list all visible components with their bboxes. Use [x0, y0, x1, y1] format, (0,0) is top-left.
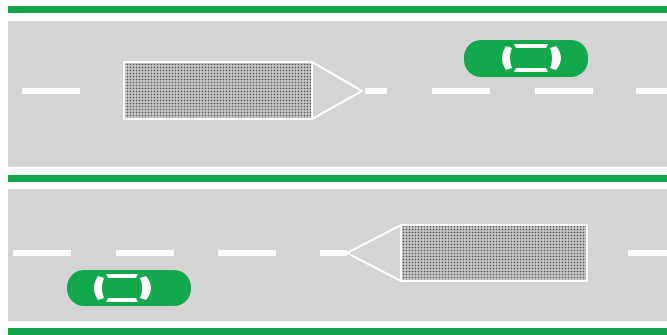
bottom-border-line [8, 328, 667, 335]
car-side-window-top [106, 274, 138, 278]
car-side-window-bottom [106, 298, 138, 302]
car-side-window-bottom [514, 68, 548, 72]
trailer-body [124, 62, 312, 119]
car-roof [512, 48, 550, 68]
trailer-body [401, 225, 587, 281]
car-lower-right [67, 270, 191, 306]
car-upper-right [464, 40, 588, 77]
middle-border-line [8, 175, 667, 182]
car-side-window-top [514, 44, 548, 48]
top-border-line [8, 6, 667, 13]
upper-road [8, 21, 667, 167]
truck-trailer-right [124, 62, 362, 119]
truck-trailer-left [347, 225, 587, 281]
lower-road [8, 189, 667, 321]
car-roof [104, 278, 140, 298]
